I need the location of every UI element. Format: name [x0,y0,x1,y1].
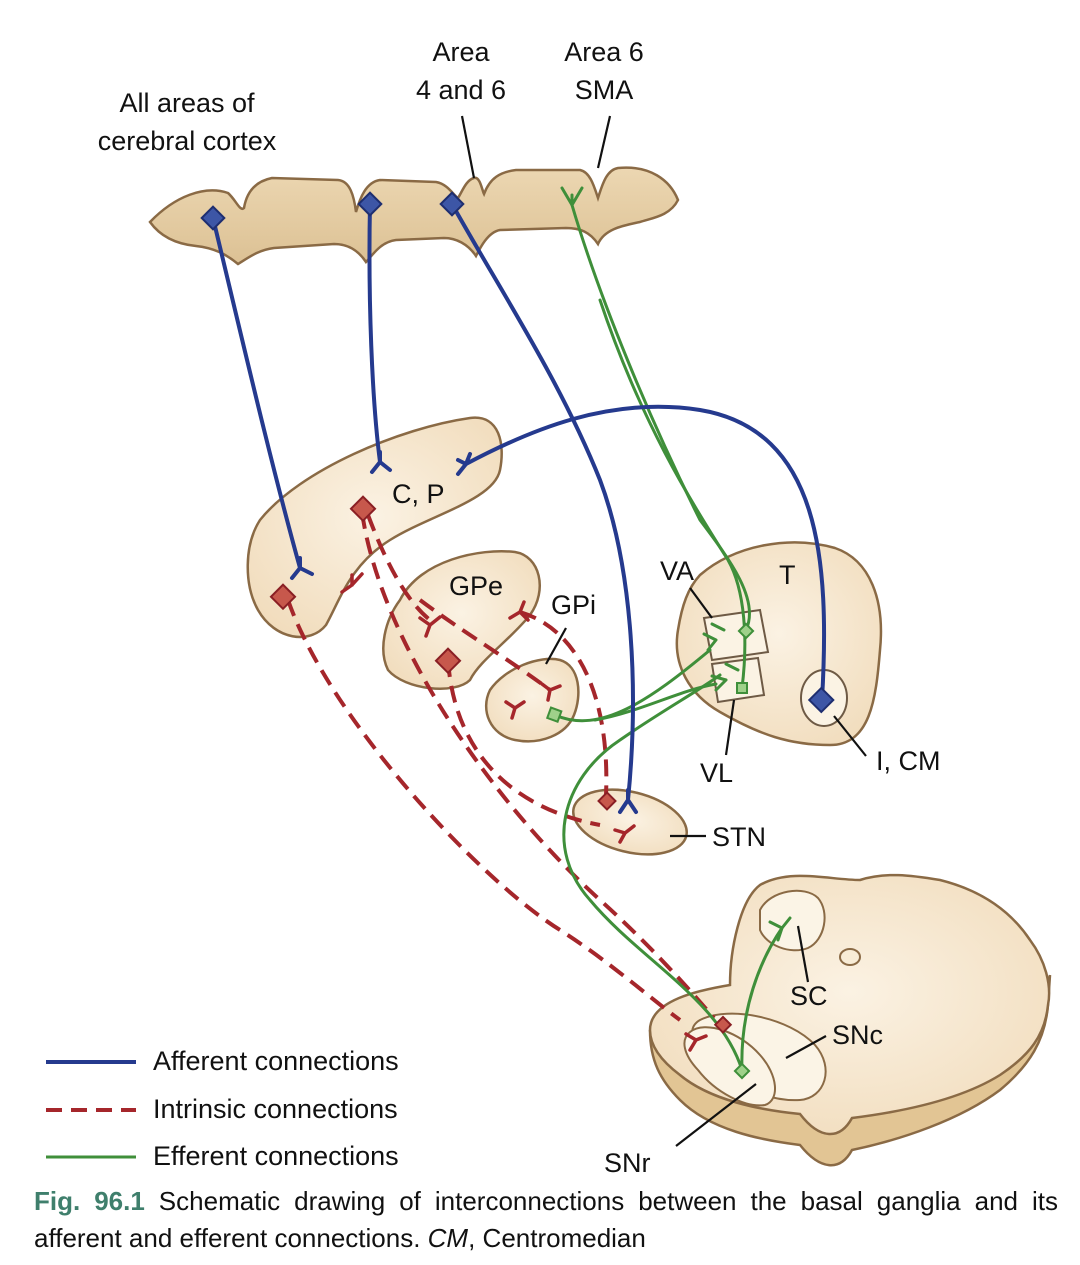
efferent-path-gpi-to-thalamus [553,648,712,723]
cerebral-cortex [148,166,680,266]
efferent-synapse-sc [768,916,792,942]
label-gpi: GPi [551,590,596,620]
intrinsic-synapse-snr [684,1032,708,1052]
afferent-synapse-stn [618,788,638,814]
afferent-path-area46-to-stn [450,202,635,802]
figure-number: Fig. 96.1 [34,1186,145,1216]
intrinsic-neuron-gpe [434,647,462,675]
thalamus-vl-region [710,656,766,704]
afferent-neuron-cortex-3 [439,191,465,217]
leader-icm [833,715,867,757]
label-cortex-line1: All areas of [119,88,255,118]
intrinsic-path-striatum-to-snr [286,599,682,1022]
afferent-neuron-cortex-1 [200,205,226,231]
intrinsic-path-striatum-to-snc [360,511,716,1020]
label-area46-line2: 4 and 6 [416,75,506,105]
legend-label-afferent: Afferent connections [153,1046,399,1076]
intrinsic-neuron-snc [713,1015,733,1034]
afferent-synapse-caudate [370,450,392,474]
basal-ganglia-diagram: All areas of cerebral cortex Area 4 and … [46,37,1052,1178]
intrinsic-path-striatum-to-gpe [366,514,432,622]
leader-sc [796,925,810,983]
intrinsic-path-gpe-to-gpi [418,598,552,692]
intrinsic-synapse-gpe-2 [508,600,530,622]
label-gpe: GPe [449,571,503,601]
intrinsic-synapse-gpi-1 [540,682,562,702]
label-t: T [779,560,796,590]
leader-snc [785,1035,827,1059]
intrinsic-neuron-caudate [349,495,377,523]
label-stn: STN [712,822,766,852]
efferent-synapse-sma [560,186,584,207]
intrinsic-path-gpe-to-stn [446,659,601,827]
leader-gpi [545,627,567,665]
label-va: VA [660,556,694,586]
label-area46-line1: Area [432,37,490,67]
efferent-neuron-va [737,622,755,640]
label-area6sma-line1: Area 6 [564,37,644,67]
label-cp: C, P [392,479,445,509]
efferent-path-snr-to-thalamus [562,673,744,1072]
label-cortex-line2: cerebral cortex [98,126,277,156]
efferent-neuron-snr [733,1062,751,1080]
intrinsic-synapse-stn [613,824,636,844]
cerebral-aqueduct [839,948,861,966]
legend-label-intrinsic: Intrinsic connections [153,1094,398,1124]
label-snc: SNc [832,1020,883,1050]
label-snr: SNr [604,1148,651,1178]
intrinsic-neuron-putamen [269,583,297,611]
intrinsic-path-gpi-loop [519,610,609,796]
afferent-synapse-striatum-cm [456,452,472,476]
label-vl: VL [700,758,733,788]
afferent-path-cortex-to-putamen [211,216,302,570]
label-sc: SC [790,981,828,1011]
intrinsic-synapse-gpe-1 [418,615,442,638]
label-area6sma-line2: SMA [575,75,634,105]
afferent-path-cm-to-striatum [464,404,827,702]
efferent-path-snr-to-sc [740,926,784,1072]
leader-vl [724,699,736,756]
label-icm: I, CM [876,746,941,776]
efferent-synapse-va [702,622,726,652]
thalamus-va-region [702,608,770,662]
caption-text-1: Schematic drawing of interconnections be… [34,1186,1058,1253]
efferent-neuron-vl [736,682,748,694]
figure-caption: Fig. 96.1 Schematic drawing of interconn… [34,1183,1058,1257]
globus-pallidus-internus [484,657,580,743]
intrinsic-neuron-stn [597,791,617,811]
leader-area46 [460,115,476,179]
intrinsic-synapse-striatum [340,572,364,594]
leader-va [689,587,713,619]
efferent-synapse-vl [710,662,740,692]
afferent-neuron-cortex-2 [357,191,383,217]
legend-label-efferent: Efferent connections [153,1141,399,1171]
globus-pallidus-externus [382,550,541,690]
leader-snr [675,1083,757,1147]
afferent-synapse-putamen [290,556,314,580]
afferent-neuron-cm [807,686,835,714]
caption-text-2: , Centromedian [468,1223,646,1253]
efferent-neuron-gpi [545,706,563,723]
caption-abbr: CM [427,1223,469,1253]
afferent-path-cortex-to-caudate [367,202,382,464]
leader-area6sma [596,115,612,169]
intrinsic-synapse-gpi-2 [504,700,526,720]
